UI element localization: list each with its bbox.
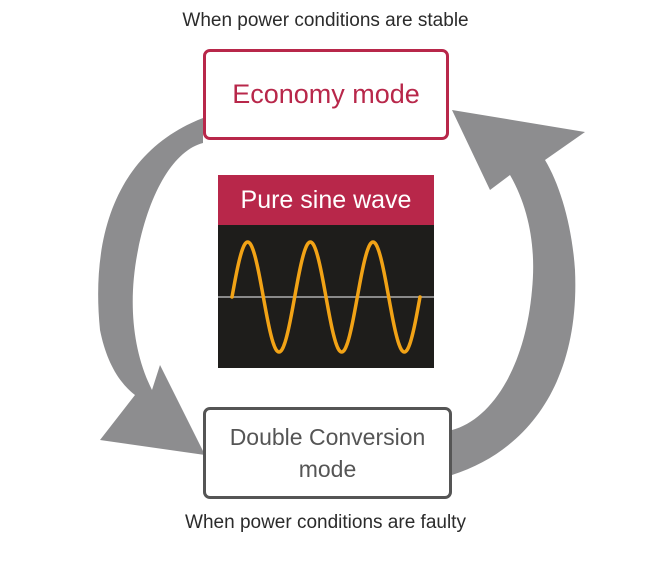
- sine-wave-title: Pure sine wave: [218, 175, 434, 225]
- sine-wave-icon: [218, 240, 434, 354]
- right-cycle-arrow: [452, 110, 585, 475]
- double-conversion-label: Double Conversion: [229, 424, 426, 450]
- sine-wave-curve: [230, 240, 422, 354]
- left-cycle-arrow: [98, 118, 205, 455]
- double-conversion-mode-box: Double Conversion mode: [203, 407, 452, 499]
- stable-conditions-caption: When power conditions are stable: [182, 10, 469, 31]
- sine-wave-panel: Pure sine wave: [218, 175, 434, 368]
- faulty-conditions-caption: When power conditions are faulty: [185, 512, 466, 533]
- double-conversion-label-mode: mode: [298, 456, 357, 482]
- economy-mode-box: Economy mode: [203, 49, 449, 140]
- economy-mode-label: Economy mode: [232, 79, 420, 109]
